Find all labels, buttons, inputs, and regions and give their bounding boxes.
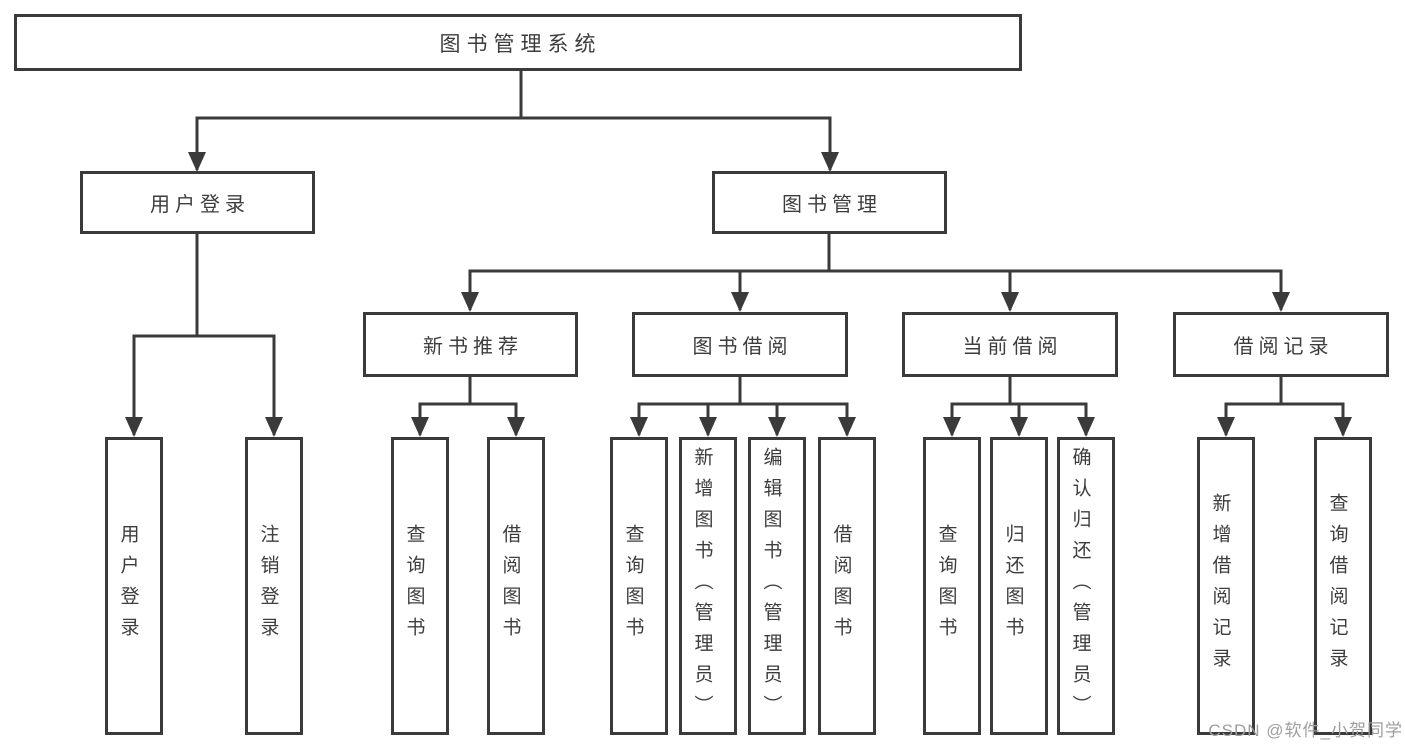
leaf-add-book-admin: 新增图书（管理员） — [679, 437, 737, 735]
leaf-query-borrow-record: 查询借阅记录 — [1314, 437, 1372, 735]
connector-borrowing-to-leaves — [630, 377, 856, 437]
connector-login-to-leaves — [125, 234, 283, 437]
leaf-label: 确认归还（管理员） — [1069, 446, 1091, 726]
leaf-edit-book-admin: 编辑图书（管理员） — [748, 437, 806, 735]
leaf-label: 查询图书 — [622, 524, 644, 648]
leaf-label: 用户登录 — [117, 524, 139, 648]
connector-mgmt-to-sections — [461, 234, 1290, 312]
watermark: CSDN @软件_小贺同学 — [1208, 721, 1403, 740]
leaf-query-books-borrowing: 查询图书 — [610, 437, 668, 735]
leaf-label: 借阅图书 — [830, 524, 852, 648]
leaf-borrow-books-recommend: 借阅图书 — [487, 437, 545, 735]
leaf-confirm-return-admin: 确认归还（管理员） — [1057, 437, 1115, 735]
leaf-borrow-books: 借阅图书 — [818, 437, 876, 735]
node-book-borrowing: 图书借阅 — [632, 312, 848, 377]
connector-current-to-leaves — [943, 377, 1095, 437]
leaf-user-login: 用户登录 — [105, 437, 163, 735]
node-root: 图书管理系统 — [14, 14, 1022, 71]
node-book-management: 图书管理 — [712, 171, 947, 234]
connector-records-to-leaves — [1217, 377, 1352, 437]
leaf-query-books-recommend: 查询图书 — [391, 437, 449, 735]
connector-root-to-branches — [188, 71, 839, 172]
connector-newbook-to-leaves — [411, 377, 525, 437]
leaf-logout: 注销登录 — [245, 437, 303, 735]
leaf-label: 借阅图书 — [499, 524, 521, 648]
leaf-label: 注销登录 — [257, 524, 279, 648]
node-user-login: 用户登录 — [80, 171, 315, 234]
leaf-label: 查询图书 — [403, 524, 425, 648]
leaf-label: 查询借阅记录 — [1326, 493, 1348, 679]
leaf-label: 查询图书 — [935, 524, 957, 648]
leaf-label: 编辑图书（管理员） — [760, 446, 782, 726]
node-new-book-recommend: 新书推荐 — [363, 312, 578, 377]
node-current-borrowing: 当前借阅 — [902, 312, 1118, 377]
leaf-return-books: 归还图书 — [990, 437, 1048, 735]
leaf-label: 新增借阅记录 — [1209, 493, 1231, 679]
leaf-label: 归还图书 — [1002, 524, 1024, 648]
node-borrowing-records: 借阅记录 — [1173, 312, 1389, 377]
leaf-label: 新增图书（管理员） — [691, 446, 713, 726]
leaf-add-borrow-record: 新增借阅记录 — [1197, 437, 1255, 735]
leaf-query-books-current: 查询图书 — [923, 437, 981, 735]
